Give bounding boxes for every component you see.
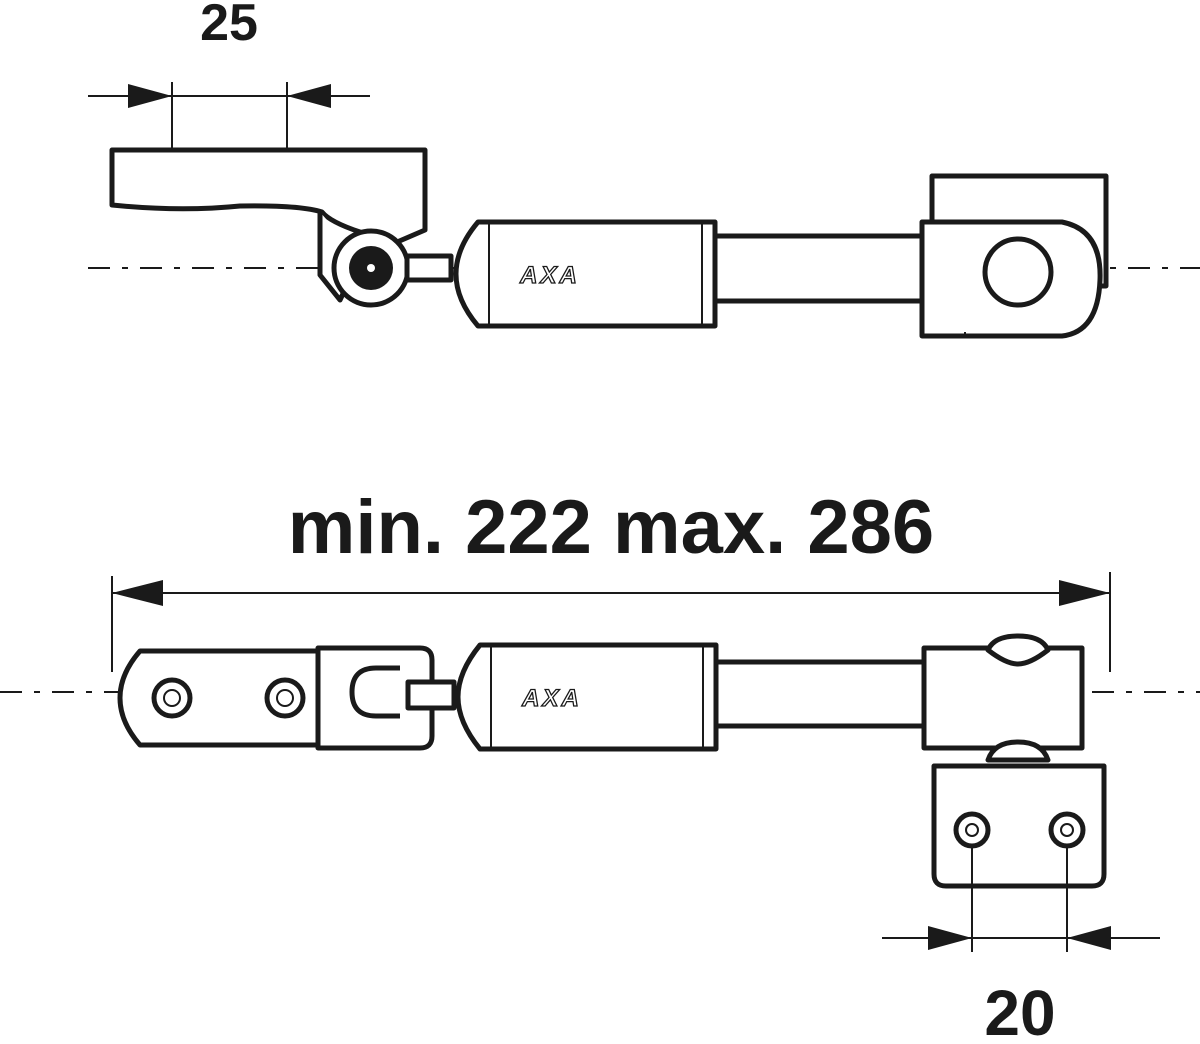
hole-spacing-dimension: 20: [882, 846, 1160, 1044]
top-left-bracket: [109, 147, 428, 261]
screw-hole: [1060, 823, 1074, 837]
bottom-piston-rod: [713, 659, 929, 729]
joint-loop: [349, 665, 400, 719]
arrow-left: [112, 580, 163, 606]
screw-hole-ring: [264, 677, 306, 719]
bottom-cylinder: [455, 642, 719, 752]
screw-hole: [163, 689, 181, 707]
arrow-right: [1059, 580, 1110, 606]
bottom-brand-label: AXA: [521, 685, 582, 712]
arrow-left: [287, 84, 331, 108]
arrow-right: [928, 926, 972, 950]
bottom-right-clevis: [921, 645, 1085, 751]
arrow-right: [128, 84, 172, 108]
joint-neck: [405, 679, 457, 711]
bottom-view: min. 222 max. 286 AXA: [0, 485, 1200, 1044]
top-dimension-label: 25: [200, 0, 258, 52]
clevis-notch-bottom: [985, 739, 1051, 763]
top-cylinder: [453, 219, 718, 329]
length-label: min. 222 max. 286: [288, 485, 934, 570]
pivot-pin: [367, 264, 375, 272]
bottom-mount-block: [931, 763, 1107, 889]
hole-spacing-label: 20: [984, 977, 1055, 1044]
screw-hole-ring: [151, 677, 193, 719]
screw-hole: [276, 689, 294, 707]
screw-hole-ring: [1048, 811, 1086, 849]
clevis-hole: [982, 236, 1054, 308]
bottom-left-plate: [117, 648, 321, 748]
screw-hole-ring: [953, 811, 991, 849]
top-piston-rod: [712, 233, 928, 304]
clevis-notch-top: [985, 633, 1051, 667]
screw-hole: [965, 823, 979, 837]
top-view: 25 AXA: [88, 0, 1200, 339]
top-brand-label: AXA: [519, 262, 580, 289]
arrow-left: [1067, 926, 1111, 950]
joint-neck: [404, 253, 454, 283]
